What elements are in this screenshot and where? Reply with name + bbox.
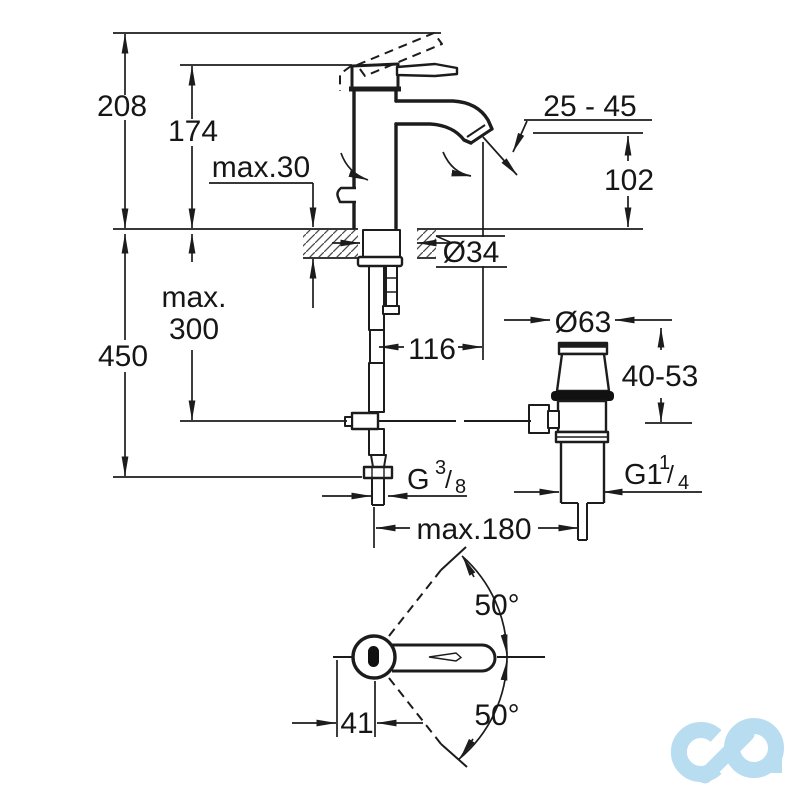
svg-text:3: 3 bbox=[435, 457, 446, 479]
dim-handle-offset: 41 bbox=[340, 707, 373, 740]
lever-raised-dashed bbox=[356, 32, 443, 77]
dim-hose-length: 450 bbox=[98, 340, 148, 373]
svg-text:8: 8 bbox=[455, 476, 466, 498]
spout bbox=[394, 99, 494, 131]
dim-swivel-lower: 50° bbox=[474, 699, 519, 732]
dim-spout-top-height: 174 bbox=[168, 115, 218, 148]
dim-center-distance: max.180 bbox=[416, 513, 531, 546]
svg-text:1: 1 bbox=[659, 452, 670, 474]
water-stream-arrow bbox=[482, 136, 518, 176]
waste-assembly bbox=[528, 341, 614, 541]
side-lever bbox=[336, 186, 356, 204]
top-view: 50° 50° 41 bbox=[292, 546, 545, 768]
rod-adjuster-knob bbox=[528, 404, 550, 434]
dim-swivel-upper: 50° bbox=[474, 589, 519, 622]
svg-text:4: 4 bbox=[678, 472, 689, 494]
supply-thread-label: G 3 / 8 bbox=[407, 457, 466, 498]
aerator-face bbox=[470, 127, 493, 145]
dim-aerator-range: 25 - 45 bbox=[543, 90, 636, 123]
reference-lines bbox=[113, 32, 692, 478]
swivel-dashed-upper bbox=[388, 569, 442, 637]
dim-deck-thickness: max.30 bbox=[212, 151, 310, 184]
supply-hose-and-shank bbox=[344, 229, 404, 548]
svg-text:G1: G1 bbox=[624, 459, 663, 491]
dimension-lines bbox=[121, 33, 702, 532]
svg-text:/: / bbox=[445, 466, 452, 494]
shop-logo-watermark bbox=[670, 718, 784, 784]
svg-text:/: / bbox=[667, 461, 674, 489]
dim-install-depth-2: 300 bbox=[169, 313, 219, 346]
dim-spout-reach: 116 bbox=[408, 333, 456, 366]
dim-waste-range: 40-53 bbox=[622, 360, 699, 393]
dim-outlet-height: 102 bbox=[604, 164, 654, 197]
swivel-dashed-lower bbox=[388, 677, 442, 745]
waste-thread-label: G1 1 / 4 bbox=[624, 452, 689, 494]
faucet-body bbox=[336, 32, 518, 230]
front-view: 208 174 max.30 25 - 45 102 Ø34 max. 300 … bbox=[97, 32, 702, 548]
dim-waste-diameter: Ø63 bbox=[555, 306, 612, 339]
dim-install-depth-1: max. bbox=[161, 281, 226, 314]
dim-hole-diameter: Ø34 bbox=[443, 236, 500, 269]
dim-overall-height: 208 bbox=[97, 90, 147, 123]
lever-handle bbox=[395, 62, 459, 78]
svg-text:G: G bbox=[407, 464, 430, 496]
